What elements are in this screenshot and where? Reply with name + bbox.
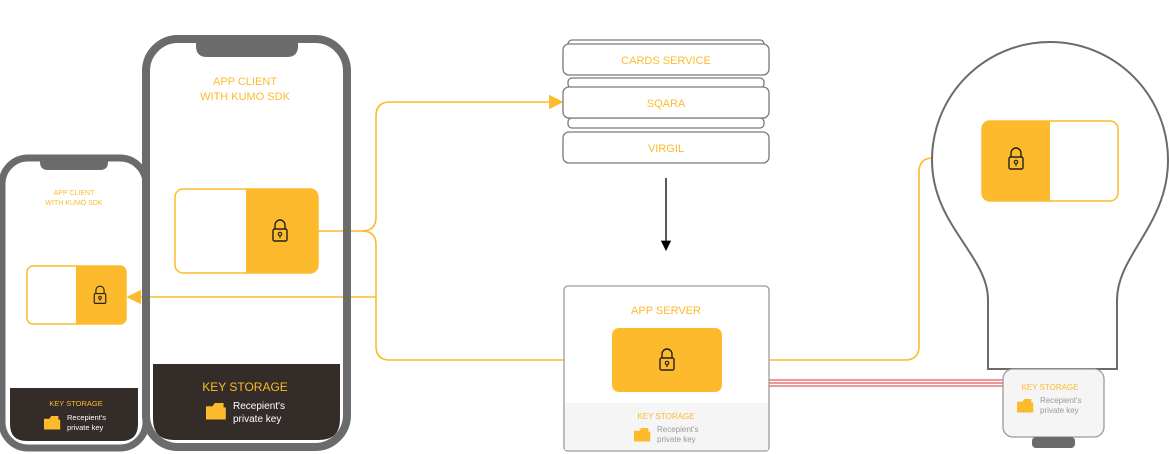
- small-phone-key-line2: private key: [67, 423, 104, 432]
- bulb-glass: [930, 41, 1170, 370]
- small-phone-key-line1: Recepient's: [67, 413, 106, 422]
- service-cards-label: CARDS SERVICE: [621, 55, 711, 67]
- app-server: APP SERVER KEY STORAGE Recepient's priva…: [563, 285, 770, 452]
- service-virgil-label: VIRGIL: [648, 143, 684, 155]
- large-phone-key-card: [174, 188, 319, 274]
- app-server-key-line2: private key: [657, 435, 696, 444]
- red-link: [769, 379, 1003, 387]
- large-phone: APP CLIENT WITH KUMO SDK KEY STORAGE Rec…: [142, 35, 351, 451]
- services-stack: [562, 39, 770, 164]
- app-server-title: APP SERVER: [631, 305, 701, 317]
- arrow-to-app-server: [361, 230, 612, 368]
- bulb-key-line1: Recepient's: [1040, 396, 1082, 405]
- bulb-key-card: [981, 120, 1119, 202]
- large-phone-notch: [196, 37, 298, 57]
- app-server-key-line1: Recepient's: [657, 425, 699, 434]
- large-phone-key-panel: [153, 364, 340, 440]
- large-phone-title-line2: WITH KUMO SDK: [200, 91, 290, 103]
- small-phone-key-card: [26, 265, 127, 325]
- small-phone-title-line2: WITH KUMO SDK: [45, 200, 102, 207]
- small-phone-key-storage: KEY STORAGE: [49, 399, 103, 408]
- service-cards: [562, 43, 770, 76]
- small-phone-title-line1: APP CLIENT: [54, 190, 95, 197]
- small-phone-notch: [40, 156, 108, 170]
- bulb-key-line2: private key: [1040, 406, 1079, 415]
- small-phone-key-panel: [10, 388, 138, 441]
- service-sqara-label: SQARA: [647, 98, 686, 110]
- large-phone-key-line2: private key: [233, 414, 281, 425]
- app-server-key-card: [612, 328, 722, 392]
- connectors: [126, 94, 982, 368]
- service-virgil: [562, 131, 770, 164]
- arrow-to-sqara: [318, 94, 564, 232]
- bulb-tip: [1032, 437, 1075, 448]
- app-server-key-storage: KEY STORAGE: [637, 412, 694, 421]
- small-phone: APP CLIENT WITH KUMO SDK KEY STORAGE Rec…: [0, 154, 150, 452]
- service-sqara: [562, 86, 770, 119]
- large-phone-title-line1: APP CLIENT: [213, 76, 277, 88]
- large-phone-key-storage: KEY STORAGE: [202, 380, 288, 394]
- large-phone-key-line1: Recepient's: [233, 401, 285, 412]
- app-server-key-panel: [565, 403, 768, 450]
- arrow-to-bulb: [722, 150, 982, 361]
- light-bulb: KEY STORAGE Recepient's private key: [930, 41, 1170, 448]
- bulb-key-storage: KEY STORAGE: [1021, 383, 1078, 392]
